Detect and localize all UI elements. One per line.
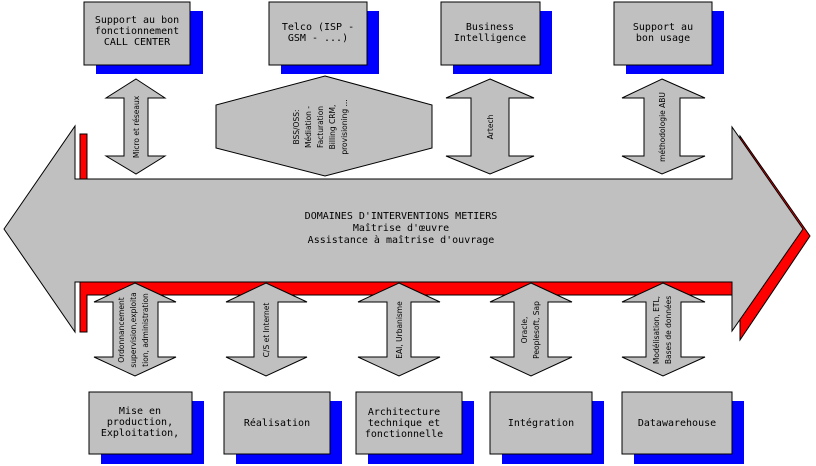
box-line: technique et xyxy=(368,418,440,429)
arrow-label: EAI, Urbanisme xyxy=(395,301,404,359)
arrow-label: Peoplesoft, Sap xyxy=(532,301,541,359)
bottom-arrow-oracle: Oracle, Peoplesoft, Sap xyxy=(489,282,573,377)
bottom-arrow-eai: EAI, Urbanisme xyxy=(357,282,441,377)
double-arrow xyxy=(489,282,573,377)
box-line: Datawarehouse xyxy=(638,418,716,429)
main-arrow-title: DOMAINES D'INTERVENTIONS METIERS xyxy=(305,211,498,222)
bottom-box-integration: Intégration xyxy=(489,391,604,464)
bottom-box-mise-en-production: Mise en production, Exploitation, xyxy=(88,391,204,464)
box-body xyxy=(613,1,713,66)
bottom-boxes: Mise en production, Exploitation, Réalis… xyxy=(88,391,744,464)
arrow-label: Micro et réseaux xyxy=(132,95,141,158)
box-line: CALL CENTER xyxy=(104,37,171,48)
arrow-label: Modélisation, ETL, xyxy=(652,296,661,364)
arrow-label: Facturation xyxy=(316,106,325,148)
box-line: Business xyxy=(466,22,514,33)
main-arrow-body xyxy=(3,124,804,334)
bottom-box-realisation: Réalisation xyxy=(223,391,342,464)
box-body xyxy=(440,1,541,66)
box-line: Support au xyxy=(633,22,693,33)
box-body xyxy=(489,391,593,455)
bottom-arrow-modelisation: Modélisation, ETL, Bases de données xyxy=(621,282,706,377)
arrow-label: Bases de données xyxy=(664,296,673,364)
box-line: Support au bon xyxy=(95,15,179,26)
box-line: Architecture xyxy=(368,407,440,418)
double-arrow xyxy=(621,282,706,377)
box-body xyxy=(223,391,331,455)
top-box-call-center: Support au bon fonctionnement CALL CENTE… xyxy=(83,1,203,74)
main-arrow-subtitle-2: Assistance à maîtrise d'ouvrage xyxy=(308,234,495,246)
arrow-label: Ordonnancement xyxy=(117,297,126,362)
arrow-label: BSS/OSS: xyxy=(292,109,301,144)
box-line: Exploitation, xyxy=(101,428,179,439)
box-body xyxy=(83,1,191,66)
arrow-label: C/S et Internet xyxy=(262,303,271,358)
arrow-label: Oracle, xyxy=(520,317,529,344)
bottom-arrow-cs-internet: C/S et Internet xyxy=(225,282,308,377)
top-box-business-intelligence: Business Intelligence xyxy=(440,1,552,74)
box-body xyxy=(88,391,193,455)
double-arrow xyxy=(104,78,167,175)
box-line: Intelligence xyxy=(454,33,526,44)
arrow-label: Médiation - xyxy=(304,106,313,148)
double-arrow xyxy=(215,75,433,177)
bottom-arrow-ordonnancement: Ordonnancement supervision,exploita tion… xyxy=(93,282,177,377)
arrow-label: tion, administration xyxy=(141,293,150,367)
box-line: Réalisation xyxy=(244,417,310,429)
double-arrow xyxy=(621,78,706,175)
box-body xyxy=(621,391,733,455)
box-line: Intégration xyxy=(508,417,574,429)
box-body xyxy=(268,1,368,66)
double-arrow xyxy=(225,282,308,377)
box-line: Telco (ISP - xyxy=(282,22,354,33)
arrow-label: méthodologie ABU xyxy=(658,92,667,162)
top-arrow-methodologie: méthodologie ABU xyxy=(621,78,706,175)
top-boxes: Support au bon fonctionnement CALL CENTE… xyxy=(83,1,724,74)
top-arrow-micro-reseaux: Micro et réseaux xyxy=(104,78,167,175)
top-arrow-bss-oss: BSS/OSS: Médiation - Facturation Billing… xyxy=(215,75,433,177)
bottom-arrows: Ordonnancement supervision,exploita tion… xyxy=(93,282,706,377)
box-line: production, xyxy=(107,417,173,428)
double-arrow xyxy=(357,282,441,377)
box-line: GSM - ...) xyxy=(288,33,348,44)
top-arrow-artech: Artech xyxy=(445,78,535,175)
bottom-box-architecture: Architecture technique et fonctionnelle xyxy=(355,391,474,464)
arrow-label: supervision,exploita xyxy=(129,292,138,367)
box-line: fonctionnement xyxy=(95,26,179,37)
top-box-telco: Telco (ISP - GSM - ...) xyxy=(268,1,379,74)
double-arrow xyxy=(445,78,535,175)
bottom-box-datawarehouse: Datawarehouse xyxy=(621,391,744,464)
main-arrow-subtitle: Maîtrise d'œuvre xyxy=(353,222,449,234)
arrow-label: Artech xyxy=(486,114,495,139)
arrow-label: provisioning ... xyxy=(340,99,349,154)
top-arrows: Micro et réseaux BSS/OSS: Médiation - Fa… xyxy=(104,75,706,177)
box-body xyxy=(355,391,463,455)
box-line: fonctionnelle xyxy=(365,429,443,440)
box-line: Mise en xyxy=(119,406,161,417)
box-line: bon usage xyxy=(636,33,690,44)
double-arrow xyxy=(93,282,177,377)
top-box-support-bon-usage: Support au bon usage xyxy=(613,1,724,74)
arrow-label: Billing CRM, xyxy=(328,105,337,150)
